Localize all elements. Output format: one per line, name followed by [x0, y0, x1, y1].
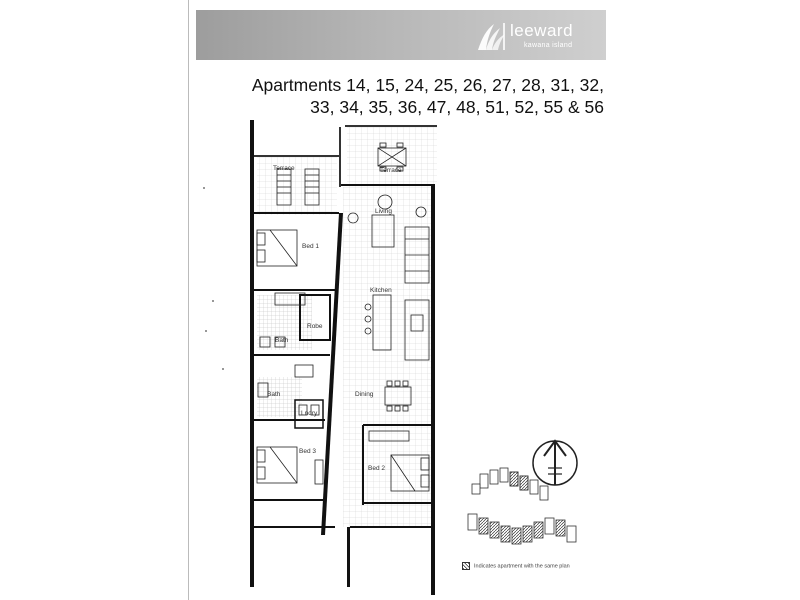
- north-arrow-icon: [532, 439, 578, 486]
- room-label-laundry: Lndry: [301, 410, 318, 417]
- brand-location: kawana island: [524, 42, 573, 49]
- scan-speck: [205, 330, 207, 332]
- title-line-2: 33, 34, 35, 36, 47, 48, 51, 52, 55 & 56: [310, 97, 604, 117]
- robe-outline: [299, 294, 331, 341]
- living-kitchen-dining-tiles: [343, 187, 431, 527]
- room-label-robe: Robe: [307, 323, 323, 330]
- title-line-1: Apartments 14, 15, 24, 25, 26, 27, 28, 3…: [251, 75, 604, 95]
- terrace-top-wall: [254, 155, 339, 157]
- page-edge-line: [188, 0, 189, 600]
- room-label-terrace-left: Terrace: [273, 165, 295, 172]
- west-wall: [250, 120, 254, 535]
- bathtub: [274, 292, 306, 306]
- room-label-bath1: Bath: [275, 337, 289, 344]
- terrace-loungers: [276, 168, 320, 206]
- corridor-wall: [321, 213, 343, 535]
- room-label-bed1: Bed 1: [302, 243, 319, 250]
- bed1-bed: [256, 229, 298, 267]
- bed2-bed: [368, 430, 430, 492]
- living-furniture: [347, 194, 430, 284]
- floor-plan: Terrace Terrace Living Bed 1 Kitchen Rob…: [235, 115, 445, 600]
- header-band: leeward kawana island: [196, 10, 606, 60]
- brand-logo: leeward kawana island: [474, 18, 584, 54]
- terrace-right-top: [345, 125, 437, 127]
- terrace-table: [377, 142, 407, 172]
- room-label-living: Living: [375, 208, 392, 215]
- leaf-logo-icon: [478, 23, 505, 50]
- room-label-dining: Dining: [355, 391, 374, 398]
- room-label-terrace-right: Terrace: [380, 167, 402, 174]
- east-wall: [431, 185, 435, 600]
- legend-text: Indicates apartment with the same plan: [474, 563, 570, 570]
- dining-table: [384, 380, 412, 412]
- brand-name: leeward: [510, 21, 574, 40]
- room-label-bed3: Bed 3: [299, 448, 316, 455]
- hatch-swatch-icon: [462, 562, 470, 570]
- room-label-bed2: Bed 2: [368, 465, 385, 472]
- scan-speck: [203, 187, 205, 189]
- room-label-bath2: Bath: [267, 391, 281, 398]
- site-key-map: [467, 467, 577, 545]
- bed3-bed: [256, 446, 324, 485]
- terrace-divider: [339, 127, 341, 187]
- scan-speck: [212, 300, 214, 302]
- laundry-outline: [294, 399, 324, 429]
- room-label-kitchen: Kitchen: [370, 287, 392, 294]
- page-title: Apartments 14, 15, 24, 25, 26, 27, 28, 3…: [204, 74, 604, 118]
- kitchen-island: [364, 294, 430, 361]
- floor-plan-drawing: [250, 120, 437, 600]
- terrace-left-tiles: [257, 155, 337, 215]
- legend: Indicates apartment with the same plan: [462, 562, 570, 570]
- scan-speck: [222, 368, 224, 370]
